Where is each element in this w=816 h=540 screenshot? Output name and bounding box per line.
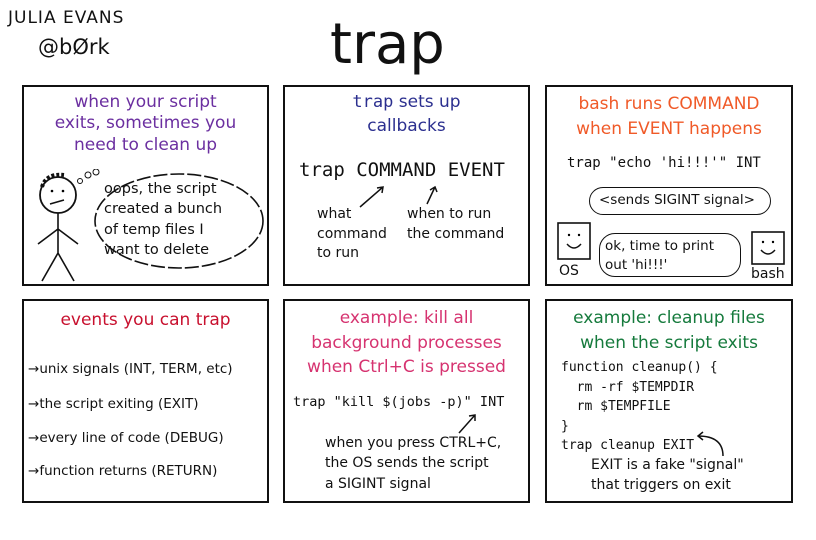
panel-cleanup-example: example: cleanup files when the script e…: [545, 299, 793, 503]
thought-cloud-icon: [94, 173, 264, 269]
heading-code: trap: [352, 92, 394, 112]
panel-kill-example: example: kill all background processes w…: [283, 299, 530, 503]
label-event: when to run the command: [407, 206, 505, 242]
event-item: →unix signals (INT, TERM, etc): [28, 361, 233, 377]
panel-heading: events you can trap: [60, 310, 231, 330]
os-bubble-text: <sends SIGINT signal>: [599, 192, 755, 208]
note-text: when you press CTRL+C, the OS sends the …: [325, 435, 502, 492]
event-item: →the script exiting (EXIT): [28, 396, 199, 412]
trap-code: trap "echo 'hi!!!'" INT: [567, 155, 761, 171]
arrow-icon: [458, 414, 476, 434]
os-speech-bubble: [589, 187, 771, 215]
bash-face-icon: [751, 231, 785, 265]
note-text: EXIT is a fake "signal" that triggers on…: [591, 457, 744, 493]
bash-bubble-text: ok, time to print out 'hi!!!': [605, 238, 715, 273]
trap-syntax: trap COMMAND EVENT: [299, 159, 505, 181]
arrows-icon: [359, 185, 438, 208]
trap-code: trap "kill $(jobs -p)" INT: [293, 394, 505, 410]
panel-bash-runs: bash runs COMMAND when EVENT happens tra…: [545, 85, 793, 286]
os-face-icon: [557, 222, 591, 260]
author-handle: @bØrk: [38, 35, 110, 59]
os-label: OS: [559, 263, 579, 279]
panel-events: events you can trap →unix signals (INT, …: [22, 299, 269, 503]
label-command: what command to run: [317, 206, 387, 262]
event-item: →every line of code (DEBUG): [28, 430, 224, 446]
thought-text: oops, the script created a bunch of temp…: [104, 181, 223, 258]
panel-heading: example: cleanup files when the script e…: [573, 308, 765, 353]
panel-heading: bash runs COMMAND when EVENT happens: [576, 94, 762, 139]
arrow-icon: [696, 431, 724, 457]
event-item: →function returns (RETURN): [28, 463, 218, 479]
heading-text: sets up: [393, 92, 461, 112]
panel-sets-callbacks: trap sets up callbacks trap COMMAND EVEN…: [283, 85, 530, 286]
page-title: trap: [330, 12, 445, 77]
author-name: JULIA EVANS: [8, 8, 125, 28]
panel-heading: when your script exits, sometimes you ne…: [54, 92, 237, 155]
panel-heading: example: kill all background processes w…: [307, 308, 506, 378]
heading-line2: callbacks: [367, 116, 446, 136]
panel-cleanup-intro: when your script exits, sometimes you ne…: [22, 85, 269, 286]
stick-figure-icon: [37, 169, 100, 282]
cleanup-code: function cleanup() { rm -rf $TEMPDIR rm …: [561, 360, 718, 453]
bash-label: bash: [751, 266, 785, 282]
panel-heading: trap sets up: [285, 92, 528, 113]
bash-speech-bubble: [599, 233, 741, 277]
